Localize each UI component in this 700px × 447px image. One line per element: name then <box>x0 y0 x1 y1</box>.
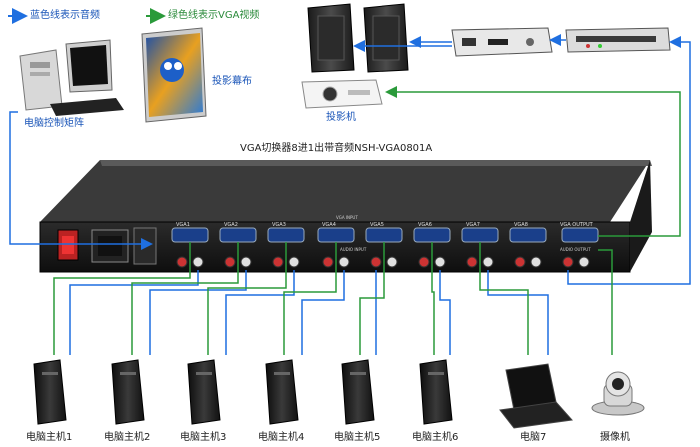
speaker-right-icon <box>363 3 409 73</box>
projector-icon <box>301 79 383 109</box>
vga-label-8: VGA8 <box>514 222 528 228</box>
vga-input-caption: VGA INPUT <box>336 215 358 220</box>
projection-screen-icon <box>141 27 207 123</box>
screen-label: 投影幕布 <box>212 76 252 87</box>
host-tower-3-icon <box>187 359 221 425</box>
vga-port-2 <box>219 227 257 243</box>
vga-output-port <box>561 227 599 243</box>
host-label-2: 电脑主机2 <box>104 432 151 443</box>
laptop-label: 电脑7 <box>520 432 547 443</box>
audio-output-label: AUDIO OUTPUT <box>560 247 591 252</box>
host-tower-2-icon <box>111 359 145 425</box>
vga-label-3: VGA3 <box>272 222 286 228</box>
host-tower-5-icon <box>341 359 375 425</box>
host-tower-4-icon <box>265 359 299 425</box>
vga-port-4 <box>317 227 355 243</box>
mixer-icon <box>565 27 671 53</box>
host-label-4: 电脑主机4 <box>258 432 305 443</box>
host-label-3: 电脑主机3 <box>180 432 227 443</box>
legend-video-label: 绿色线表示VGA视频 <box>168 10 260 21</box>
legend-audio-label: 蓝色线表示音频 <box>30 10 100 21</box>
audio-cables <box>9 34 691 355</box>
vga-port-7 <box>461 227 499 243</box>
video-cables <box>53 86 681 355</box>
vga-label-4: VGA4 <box>322 222 336 228</box>
camera-icon <box>591 371 645 416</box>
vga-port-5 <box>365 227 403 243</box>
projector-label: 投影机 <box>326 112 356 123</box>
control-pc-label: 电脑控制矩阵 <box>24 118 84 129</box>
host-tower-6-icon <box>419 359 453 425</box>
vga-label-7: VGA7 <box>466 222 480 228</box>
laptop-icon <box>499 363 573 429</box>
vga-port-8 <box>509 227 547 243</box>
vga-label-5: VGA5 <box>370 222 384 228</box>
vga-output-label: VGA OUTPUT <box>560 222 593 228</box>
control-pc-icon <box>19 39 124 116</box>
host-tower-1-icon <box>33 359 67 425</box>
vga-label-2: VGA2 <box>224 222 238 228</box>
amplifier-icon <box>451 27 553 57</box>
vga-port-6 <box>413 227 451 243</box>
vga-port-3 <box>267 227 305 243</box>
switcher-title: VGA切换器8进1出带音频NSH-VGA0801A <box>240 143 433 154</box>
speaker-left-icon <box>307 3 355 73</box>
host-label-6: 电脑主机6 <box>412 432 459 443</box>
vga-label-1: VGA1 <box>176 222 190 228</box>
host-label-1: 电脑主机1 <box>26 432 73 443</box>
camera-label: 摄像机 <box>600 432 630 443</box>
host-label-5: 电脑主机5 <box>334 432 381 443</box>
audio-jacks <box>176 256 590 268</box>
audio-input-label: AUDIO INPUT <box>340 247 367 252</box>
vga-port-1 <box>171 227 209 243</box>
vga-label-6: VGA6 <box>418 222 432 228</box>
